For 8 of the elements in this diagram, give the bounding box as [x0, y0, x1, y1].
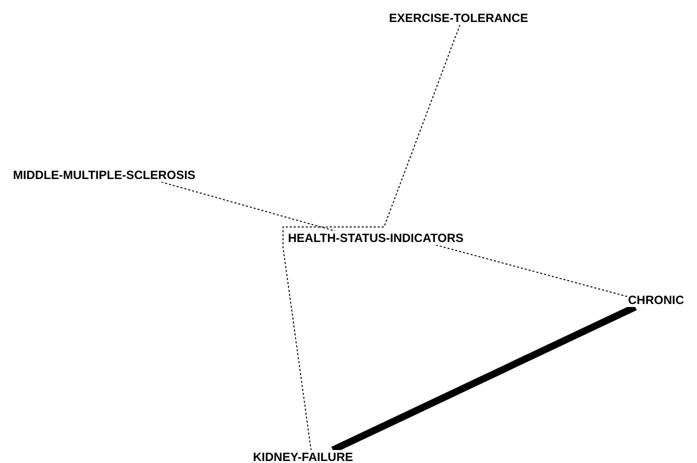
term-label: CHRONIC — [627, 293, 685, 307]
connector-line — [160, 182, 336, 232]
term-label: KIDNEY-FAILURE — [252, 450, 354, 463]
term-label: EXERCISE-TOLERANCE — [388, 11, 530, 25]
term-label: MIDDLE-MULTIPLE-SCLEROSIS — [12, 168, 196, 182]
term-label: HEALTH-STATUS-INDICATORS — [287, 231, 465, 245]
connector-line — [435, 244, 628, 297]
connector-line — [282, 24, 460, 450]
